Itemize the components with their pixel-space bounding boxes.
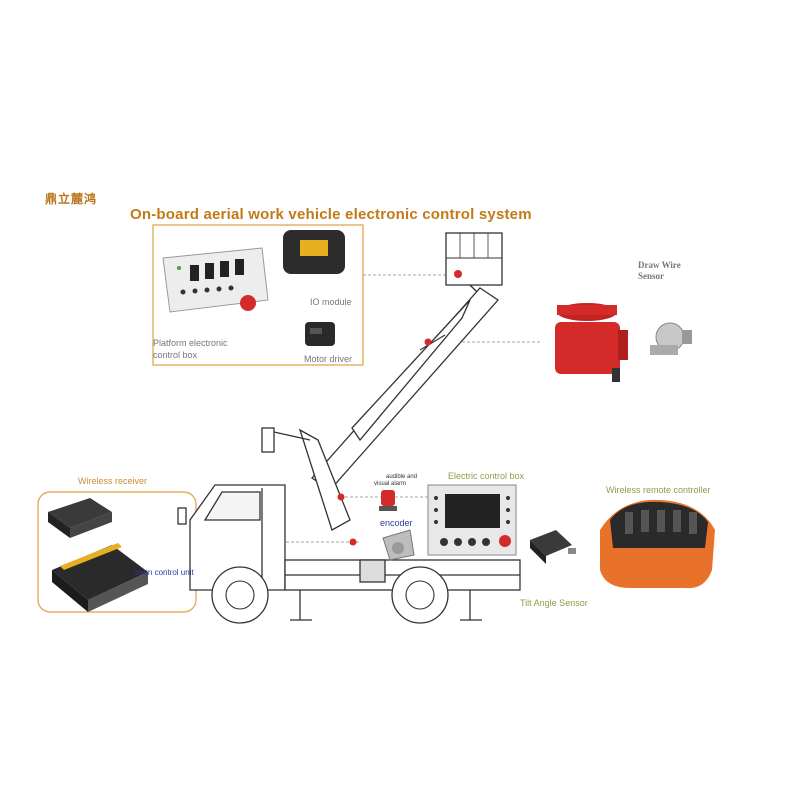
label-draw-wire-line1: Draw Wire [638, 260, 681, 270]
label-wireless-receiver: Wireless receiver [78, 476, 148, 486]
label-main-control-unit: main control unit [135, 568, 194, 577]
label-tilt-angle: Tilt Angle Sensor [520, 598, 588, 608]
label-audible-line1: audible and [386, 474, 418, 480]
wireless-remote-controller [600, 499, 715, 589]
page-title: On-board aerial work vehicle electronic … [130, 206, 532, 223]
boom-arm [261, 284, 499, 546]
label-platform-box-line1: Platform electronic [153, 338, 228, 348]
platform-control-box [162, 247, 269, 313]
truck-front-wheel [211, 566, 269, 624]
wireless-receiver-unit [48, 498, 112, 538]
io-module [283, 230, 345, 274]
label-io-module: IO module [310, 297, 352, 307]
alarm-beacon [379, 490, 397, 511]
electric-control-box [427, 484, 517, 556]
label-audible-line2: visual alarm [374, 481, 407, 487]
draw-wire-encoder [650, 322, 692, 355]
platform-inset-frame [152, 224, 364, 366]
platform-basket [445, 232, 503, 286]
encoder-device [382, 529, 415, 561]
tilt-angle-sensor [530, 530, 576, 564]
label-encoder: encoder [380, 518, 413, 528]
label-motor-driver: Motor driver [304, 354, 353, 364]
brand-name: 鼎立麓鸿 [45, 192, 98, 206]
motor-driver [305, 322, 335, 346]
label-platform-box-line2: control box [153, 350, 198, 360]
truck-rear-wheel [391, 566, 449, 624]
draw-wire-sensor-drum [555, 303, 628, 382]
label-wireless-remote: Wireless remote controller [606, 485, 711, 495]
label-draw-wire-line2: Sensor [638, 271, 665, 281]
main-control-unit [52, 543, 148, 612]
label-electric-control-box: Electric control box [448, 471, 525, 481]
